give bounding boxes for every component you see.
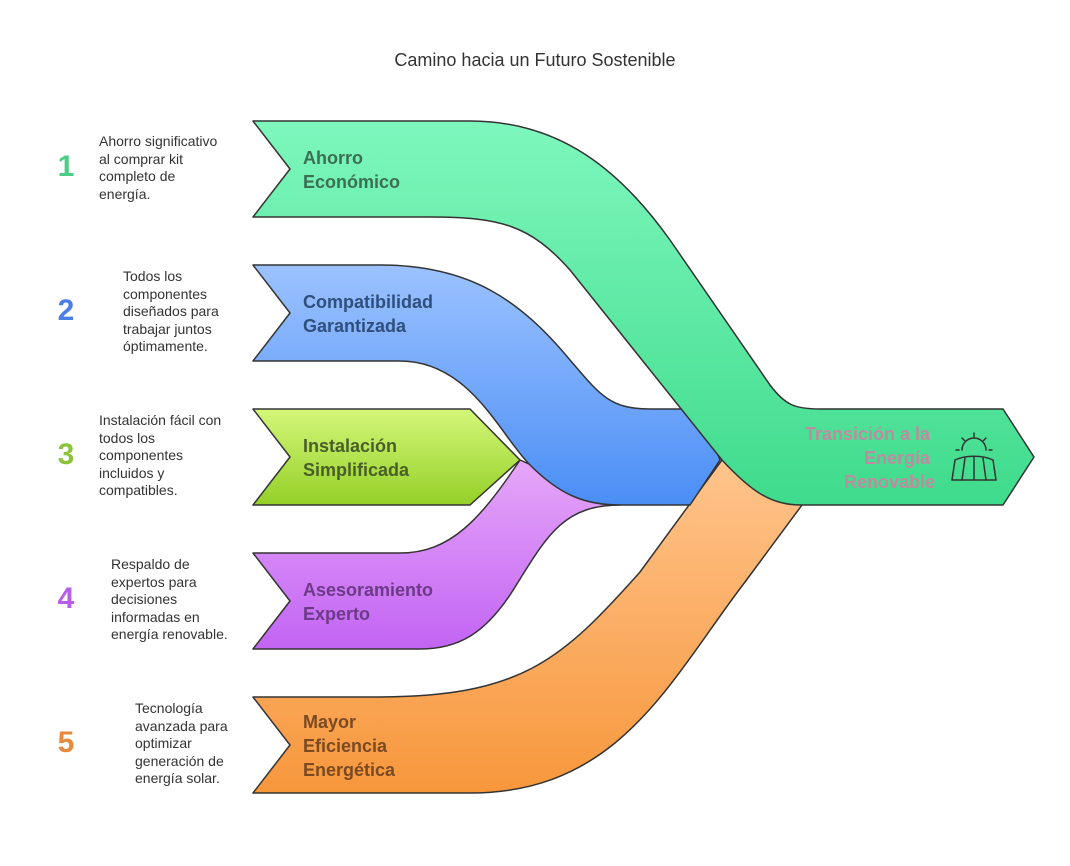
- step-description-1: Ahorro significativo al comprar kit comp…: [99, 133, 218, 202]
- band-label-line: Experto: [303, 604, 370, 624]
- band-label-line: Económico: [303, 172, 400, 192]
- band-compatibilidad: [252, 264, 721, 506]
- diagram-title: Camino hacia un Futuro Sostenible: [394, 50, 676, 70]
- band-label-line: Asesoramiento: [303, 580, 433, 600]
- step-description-3: Instalación fácil con todos los componen…: [99, 412, 222, 498]
- step-number-1: 1: [57, 150, 75, 183]
- band-label-line: Eficiencia: [303, 736, 388, 756]
- destination-label-line: Renovable: [844, 472, 935, 492]
- band-label-asesoramiento: Asesoramiento Experto: [303, 580, 438, 624]
- step-description-5: Tecnología avanzada para optimizar gener…: [135, 700, 228, 786]
- step-number-3: 3: [57, 438, 75, 471]
- band-asesoramiento: [252, 459, 621, 650]
- band-label-eficiencia: Mayor Eficiencia Energética: [303, 712, 396, 780]
- band-label-line: Mayor: [303, 712, 356, 732]
- step-number-5: 5: [57, 726, 75, 759]
- destination-label: Transición a la Energía Renovable: [805, 424, 935, 492]
- band-label-line: Simplificada: [303, 460, 410, 480]
- step-description-2: Todos los componentes diseñados para tra…: [123, 268, 219, 354]
- band-label-line: Instalación: [303, 436, 397, 456]
- band-label-line: Energética: [303, 760, 396, 780]
- step-number-2: 2: [57, 294, 75, 327]
- band-label-instalacion: Instalación Simplificada: [303, 436, 410, 480]
- band-label-ahorro: Ahorro Económico: [303, 148, 400, 192]
- band-label-line: Ahorro: [303, 148, 363, 168]
- destination-label-line: Transición a la: [805, 424, 931, 444]
- destination-label-line: Energía: [864, 448, 931, 468]
- band-eficiencia: [252, 459, 803, 794]
- band-label-compatibilidad: Compatibilidad Garantizada: [303, 292, 438, 336]
- band-label-line: Garantizada: [303, 316, 407, 336]
- step-number-4: 4: [57, 582, 75, 615]
- step-description-4: Respaldo de expertos para decisiones inf…: [111, 556, 228, 642]
- band-ahorro: [252, 120, 1035, 506]
- band-label-line: Compatibilidad: [303, 292, 433, 312]
- sunrise-field-icon: [951, 432, 997, 481]
- band-instalacion: [252, 408, 521, 506]
